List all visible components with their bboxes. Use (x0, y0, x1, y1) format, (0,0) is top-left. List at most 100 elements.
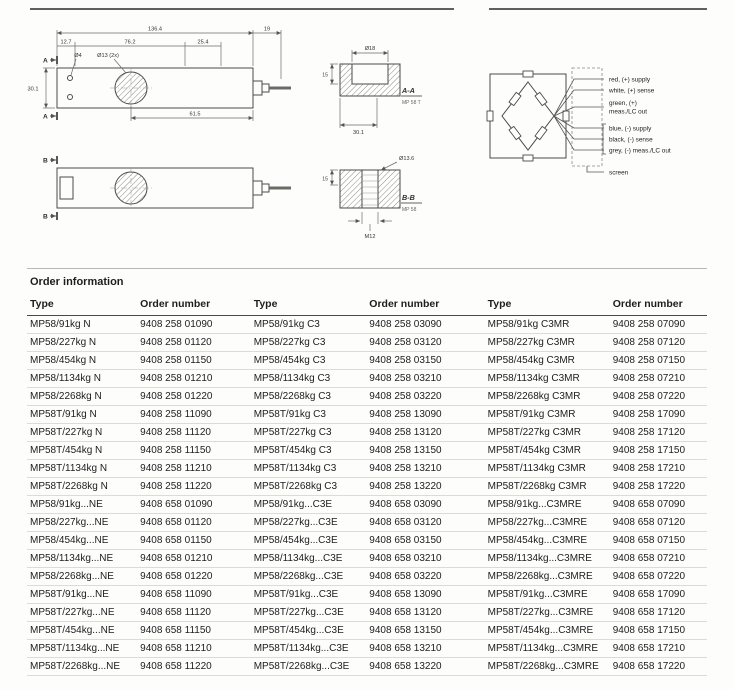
order-number-cell: 9408 258 07150 (609, 351, 707, 370)
dim-label-25-4: 25.4 (198, 40, 209, 46)
type-cell: MP58/454kg...C3E (250, 531, 367, 550)
type-cell: MP58T/227kg C3MR (484, 423, 610, 442)
section-bb-thread-label: M12 (365, 234, 376, 240)
type-cell: MP58/454kg...NE (27, 531, 138, 550)
type-cell: MP58/91kg C3 (250, 315, 367, 334)
side-view-drawing: 136.4 19 12.7 76.2 25.4 Ø4 Ø13 (2x) 30.1… (28, 27, 291, 121)
order-number-cell: 9408 258 07120 (609, 333, 707, 352)
order-number-cell: 9408 658 11120 (137, 603, 251, 622)
type-cell: MP58T/1134kg C3MR (484, 459, 610, 478)
type-cell: MP58/1134kg...C3MRE (484, 549, 610, 568)
section-bb-depth-label: 15 (322, 177, 328, 183)
dim-label-76-2: 76.2 (125, 40, 136, 46)
type-cell: MP58/454kg N (27, 351, 138, 370)
order-number-cell: 9408 258 11150 (137, 441, 251, 460)
type-cell: MP58T/227kg C3 (250, 423, 367, 442)
order-number-cell: 9408 658 13220 (366, 657, 485, 676)
order-table-title: Order information (30, 276, 124, 288)
type-cell: MP58/91kg...C3MRE (484, 495, 610, 514)
dim-label-overall: 136.4 (148, 27, 162, 33)
hole-label-large: Ø13 (2x) (97, 53, 119, 59)
wire-label-black: black, (-) sense (609, 137, 653, 144)
order-number-cell: 9408 258 01120 (137, 333, 251, 352)
order-number-cell: 9408 258 17220 (609, 477, 707, 496)
section-aa-width-label: 30.1 (353, 130, 364, 136)
order-number-cell: 9408 658 07150 (609, 531, 707, 550)
type-cell: MP58T/91kg C3MR (484, 405, 610, 424)
order-number-cell: 9408 658 07120 (609, 513, 707, 532)
section-mark-b-bottom: B (43, 214, 48, 221)
order-number-cell: 9408 258 13210 (366, 459, 485, 478)
order-number-cell: 9408 258 13090 (366, 405, 485, 424)
col-header-order-3: Order number (609, 295, 707, 316)
order-number-cell: 9408 258 11120 (137, 423, 251, 442)
order-number-cell: 9408 258 03120 (366, 333, 485, 352)
order-number-cell: 9408 258 07090 (609, 315, 707, 334)
wire-label-screen: screen (609, 170, 629, 177)
order-number-cell: 9408 258 11210 (137, 459, 251, 478)
section-bb-title: B-B (402, 193, 415, 202)
type-cell: MP58T/1134kg...C3E (250, 639, 367, 658)
section-aa-drawing: Ø18 15 30.1 A-A MP 58 T (322, 46, 422, 136)
order-number-cell: 9408 658 17210 (609, 639, 707, 658)
dim-label-19: 19 (264, 27, 270, 33)
order-number-cell: 9408 258 13120 (366, 423, 485, 442)
hole-label-small: Ø4 (74, 53, 81, 59)
type-cell: MP58/454kg C3 (250, 351, 367, 370)
order-number-cell: 9408 658 01150 (137, 531, 251, 550)
type-cell: MP58/1134kg...NE (27, 549, 138, 568)
wire-label-red: red, (+) supply (609, 77, 651, 84)
section-aa-subtitle: MP 58 T (402, 100, 421, 106)
section-bb-drawing: Ø13.6 15 M12 B-B MP 58 (322, 156, 422, 240)
section-bb-subtitle: MP 58 (402, 207, 417, 213)
type-cell: MP58T/91kg C3 (250, 405, 367, 424)
type-cell: MP58T/2268kg...C3E (250, 657, 367, 676)
type-cell: MP58/2268kg C3MR (484, 387, 610, 406)
type-cell: MP58T/227kg...C3MRE (484, 603, 610, 622)
order-number-cell: 9408 258 01220 (137, 387, 251, 406)
dim-label-height: 30.1 (28, 87, 39, 93)
type-cell: MP58T/1134kg C3 (250, 459, 367, 478)
order-number-cell: 9408 658 03120 (366, 513, 485, 532)
type-cell: MP58T/454kg C3MR (484, 441, 610, 460)
order-number-cell: 9408 258 17210 (609, 459, 707, 478)
type-cell: MP58/91kg N (27, 315, 138, 334)
order-number-cell: 9408 658 17120 (609, 603, 707, 622)
type-cell: MP58T/91kg...C3MRE (484, 585, 610, 604)
col-header-order-1: Order number (137, 295, 251, 316)
order-number-cell: 9408 658 03090 (366, 495, 485, 514)
type-cell: MP58/227kg C3 (250, 333, 367, 352)
col-header-order-2: Order number (366, 295, 485, 316)
order-number-cell: 9408 258 17120 (609, 423, 707, 442)
order-number-cell: 9408 658 11090 (137, 585, 251, 604)
order-number-cell: 9408 258 03150 (366, 351, 485, 370)
technical-drawing-area: 136.4 19 12.7 76.2 25.4 Ø4 Ø13 (2x) 30.1… (28, 8, 707, 240)
section-bb-dia-label: Ø13.6 (399, 156, 414, 162)
order-number-cell: 9408 658 01220 (137, 567, 251, 586)
section-aa-dia-label: Ø18 (365, 46, 376, 52)
order-number-cell: 9408 658 17150 (609, 621, 707, 640)
cable-screen-boundary (571, 67, 603, 167)
type-cell: MP58/1134kg...C3E (250, 549, 367, 568)
order-number-cell: 9408 658 03150 (366, 531, 485, 550)
order-number-cell: 9408 658 07210 (609, 549, 707, 568)
type-cell: MP58/227kg...C3MRE (484, 513, 610, 532)
type-cell: MP58T/454kg...C3MRE (484, 621, 610, 640)
type-cell: MP58/2268kg...C3MRE (484, 567, 610, 586)
wiring-diagram: red, (+) supply white, (+) sense green, … (486, 67, 671, 177)
type-cell: MP58T/91kg...NE (27, 585, 138, 604)
section-mark-b-top: B (43, 158, 48, 165)
type-cell: MP58T/1134kg...C3MRE (484, 639, 610, 658)
section-aa-title: A-A (401, 86, 415, 95)
order-number-cell: 9408 658 03220 (366, 567, 485, 586)
col-header-type-3: Type (484, 295, 610, 316)
type-cell: MP58/227kg C3MR (484, 333, 610, 352)
